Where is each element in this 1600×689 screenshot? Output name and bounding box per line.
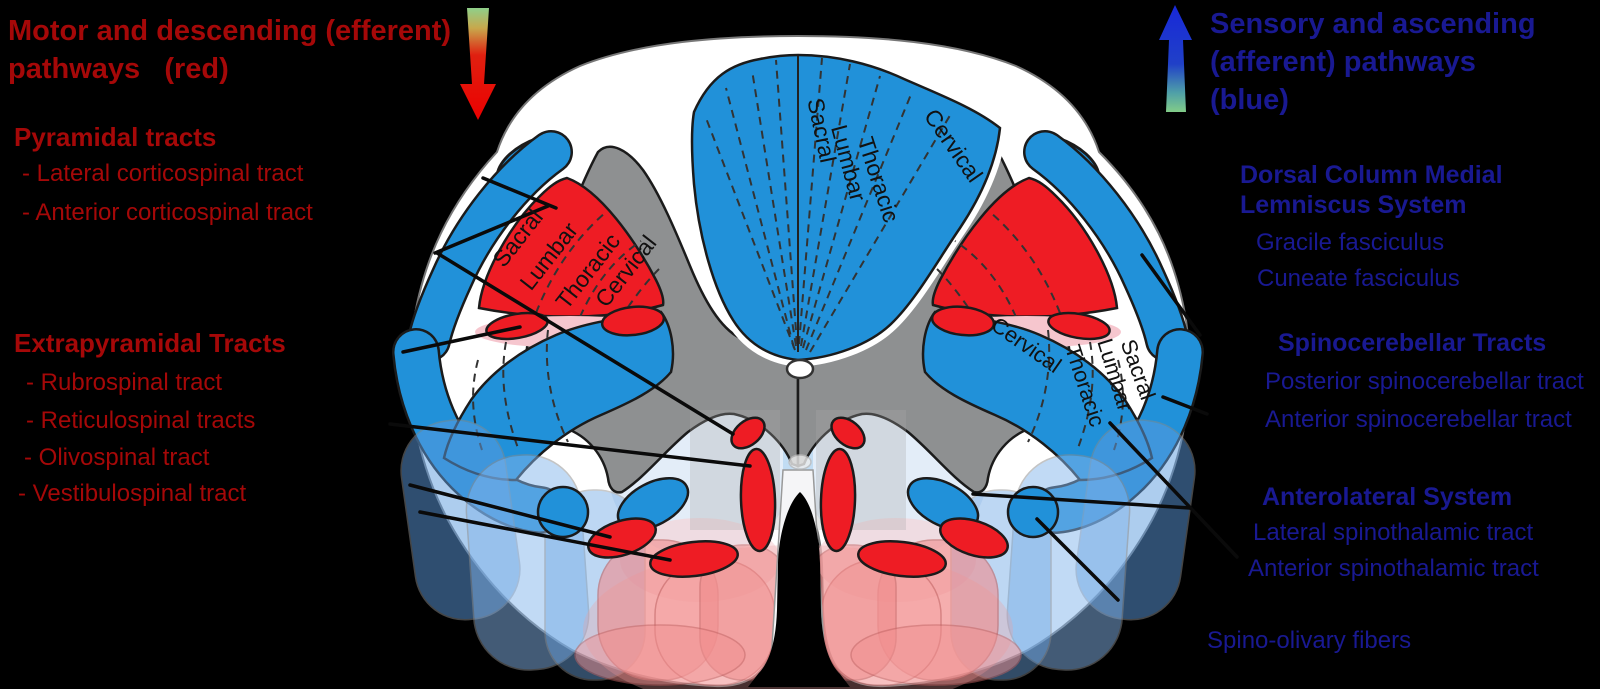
- extrapyramidal-heading: Extrapyramidal Tracts: [14, 328, 286, 358]
- motor-pathways-panel: Motor and descending (efferent) pathways…: [8, 15, 451, 507]
- cuneate-fasciculus-label: Cuneate fasciculus: [1257, 265, 1460, 292]
- reticulospinal-label: - Reticulospinal tracts: [26, 407, 255, 434]
- pyramidal-heading: Pyramidal tracts: [14, 122, 216, 152]
- reticulospinal-right: [1047, 311, 1111, 341]
- lateral-corticospinal-label: - Lateral corticospinal tract: [22, 160, 304, 187]
- vestibulospinal-right: [857, 540, 947, 578]
- motor-descending-arrow-icon: [460, 8, 496, 120]
- sensory-pathways-panel: Sensory and ascending (afferent) pathway…: [1207, 8, 1584, 654]
- anterior-spinocerebellar-label: Anterior spinocerebellar tract: [1265, 406, 1572, 433]
- dorsal-column-segment-lines: [705, 56, 953, 353]
- central-canal-3d: [788, 454, 812, 470]
- motor-title-line1: Motor and descending (efferent): [8, 15, 451, 47]
- rubrospinal-left: [730, 416, 766, 450]
- spino-olivary-label: Spino-olivary fibers: [1207, 627, 1411, 654]
- leader-lines: [388, 176, 1239, 602]
- reticulospinal-inner-right: [930, 305, 996, 337]
- dcml-heading-line1: Dorsal Column Medial: [1240, 161, 1503, 189]
- motor-title-line2: pathways (red): [8, 53, 229, 85]
- reticulospinal-inner-left: [600, 305, 666, 337]
- lateral-spinothalamic-label: Lateral spinothalamic tract: [1253, 519, 1533, 546]
- central-canal: [785, 358, 815, 380]
- posterior-spinocerebellar-label: Posterior spinocerebellar tract: [1265, 368, 1584, 395]
- vestibulospinal-left: [649, 540, 739, 578]
- sensory-title-line2: (afferent) pathways: [1210, 46, 1476, 78]
- anterior-corticospinal-right: [819, 447, 857, 553]
- sensory-title-line1: Sensory and ascending: [1210, 8, 1536, 40]
- spinal-cord-cross-section: Sacral Lumbar Thoracic Cervical Sacral L…: [388, 34, 1239, 689]
- anterior-spinothalamic-label: Anterior spinothalamic tract: [1248, 555, 1539, 582]
- anterolateral-heading: Anterolateral System: [1262, 483, 1512, 511]
- olivospinal-label: - Olivospinal tract: [24, 444, 210, 471]
- spino-olivary-left: [536, 485, 590, 539]
- spino-olivary-right: [1006, 485, 1060, 539]
- rubrospinal-label: - Rubrospinal tract: [26, 369, 222, 396]
- dcml-heading-line2: Lemniscus System: [1240, 191, 1467, 219]
- vestibulospinal-label: - Vestibulospinal tract: [18, 480, 246, 507]
- spinocerebellar-heading: Spinocerebellar Tracts: [1278, 329, 1546, 357]
- anterior-corticospinal-label: - Anterior corticospinal tract: [22, 199, 313, 226]
- spinothalamic-segment-lines: [472, 329, 1124, 451]
- sensory-ascending-arrow-icon: [1159, 5, 1192, 112]
- small-tract-ellipses: [485, 305, 1111, 578]
- posterior-spinocerebellar-right: [1023, 130, 1189, 362]
- sensory-title-line3: (blue): [1210, 84, 1289, 116]
- rubrospinal-right: [830, 416, 866, 450]
- gracile-fasciculus-label: Gracile fasciculus: [1256, 229, 1444, 256]
- olivospinal-right: [939, 517, 1009, 559]
- anterior-corticospinal-left: [739, 447, 777, 553]
- anterior-median-fissure: [748, 492, 850, 687]
